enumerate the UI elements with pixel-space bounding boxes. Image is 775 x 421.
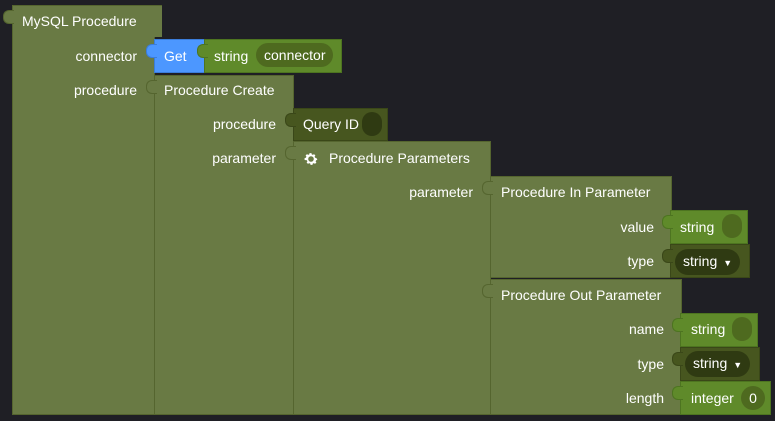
procedure-in-parameter-block[interactable] — [490, 176, 672, 278]
get-label: Get — [164, 48, 187, 64]
string-type-label: string — [214, 48, 249, 64]
in-type-label: type — [627, 253, 654, 269]
procedure-label: procedure — [73, 82, 137, 98]
procedure-parameters-title: Procedure Parameters — [329, 150, 470, 166]
out-name-type: string — [691, 321, 726, 337]
in-value-input[interactable] — [722, 214, 742, 238]
create-parameter-label: parameter — [212, 150, 276, 166]
in-value-type: string — [680, 219, 715, 235]
mysql-procedure-title: MySQL Procedure — [22, 13, 137, 29]
chevron-down-icon: ▼ — [733, 360, 743, 370]
procedure-create-title: Procedure Create — [164, 82, 275, 98]
out-length-input[interactable]: 0 — [741, 386, 765, 410]
out-type-dropdown[interactable]: string ▼ — [685, 351, 751, 377]
out-length-label: length — [625, 390, 664, 406]
query-id-label: Query ID — [303, 116, 360, 132]
procedure-parameters-block[interactable] — [293, 141, 491, 415]
out-type-label: type — [637, 356, 664, 372]
in-type-dropdown[interactable]: string ▼ — [675, 249, 741, 275]
out-name-input[interactable] — [732, 317, 752, 341]
in-type-selected: string — [683, 253, 718, 269]
chevron-down-icon: ▼ — [723, 258, 733, 268]
out-parameter-title: Procedure Out Parameter — [501, 287, 662, 303]
procedure-out-parameter-block[interactable] — [490, 279, 682, 415]
parameters-parameter-label: parameter — [409, 184, 473, 200]
procedure-create-block[interactable] — [154, 75, 294, 415]
create-procedure-label: procedure — [212, 116, 276, 132]
out-length-type: integer — [691, 390, 734, 406]
gear-icon[interactable] — [303, 150, 319, 166]
connector-label: connector — [75, 48, 137, 64]
mysql-procedure-block[interactable] — [12, 5, 155, 415]
out-name-label: name — [628, 321, 664, 337]
connector-variable-field[interactable]: connector — [256, 43, 334, 67]
in-value-label: value — [620, 219, 654, 235]
get-block[interactable] — [154, 39, 206, 73]
in-parameter-title: Procedure In Parameter — [501, 184, 651, 200]
out-type-selected: string — [693, 355, 728, 371]
query-id-input[interactable] — [362, 112, 382, 136]
